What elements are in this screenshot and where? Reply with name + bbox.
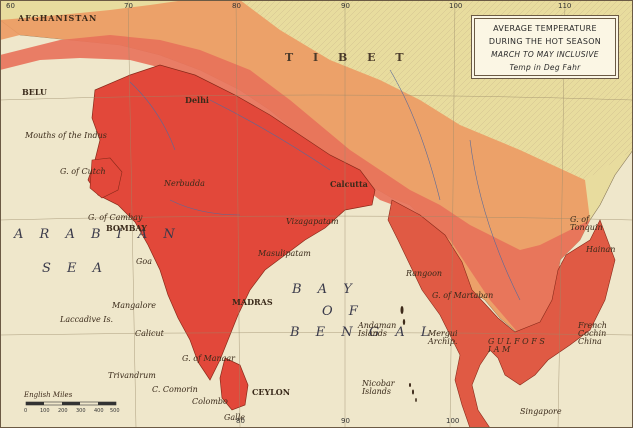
- scale-graphic: 0 100 200 300 400 500: [24, 401, 120, 414]
- place-masulipatam: Masulipatam: [258, 249, 311, 258]
- scale-label-500: 500: [110, 408, 120, 414]
- kathiawar: [89, 157, 123, 199]
- tick-top-60: 60: [6, 2, 15, 10]
- scale-bar: English Miles 0 100 200 300 400 500: [24, 391, 124, 419]
- tick-bottom-100: 100: [446, 417, 460, 425]
- tick-top-100: 100: [449, 2, 463, 10]
- region-tibet: T I B E T: [285, 51, 412, 64]
- place-manaar: G. of Manaar: [182, 354, 235, 363]
- sea-bay-3: B E N G A L: [290, 325, 436, 340]
- sea-arabian-1: A R A B I A N: [14, 227, 181, 242]
- place-delhi: Delhi: [185, 95, 209, 105]
- place-vizagapatam: Vizagapatam: [286, 217, 339, 226]
- legend-units: Temp in Deg Fahr: [509, 63, 581, 72]
- place-mergui: Mergui Archip.: [428, 329, 458, 346]
- legend-title-2: DURING THE HOT SEASON: [488, 37, 602, 46]
- tick-top-80: 80: [232, 2, 241, 10]
- place-bombay: BOMBAY: [106, 223, 148, 233]
- place-calcutta: Calcutta: [330, 179, 368, 189]
- place-cochin: French Cochin China: [578, 321, 607, 346]
- tick-bottom-90: 90: [341, 417, 350, 425]
- place-beluchistan: BELU: [22, 87, 48, 97]
- place-laccadive: Laccadive Is.: [60, 315, 114, 324]
- sea-bay-2: O F: [322, 304, 364, 319]
- tick-top-70: 70: [124, 2, 133, 10]
- place-mangalore: Mangalore: [112, 301, 156, 310]
- india-peninsula: [87, 64, 376, 381]
- place-martaban: G. of Martaban: [432, 291, 494, 300]
- tick-top-90: 90: [341, 2, 350, 10]
- scale-caption: English Miles: [24, 391, 73, 399]
- place-tonquin: G. of Tonquin: [570, 215, 603, 232]
- ceylon-island: [219, 357, 249, 411]
- land-hot-zone: [0, 35, 590, 335]
- place-siam: G U L F O F S I A M: [488, 337, 545, 354]
- place-comorin: C. Comorin: [152, 385, 198, 394]
- sea-arabian-2: S E A: [42, 261, 109, 276]
- place-nicobar: Nicobar Islands: [362, 379, 395, 396]
- place-andaman: Andaman Islands: [358, 321, 397, 338]
- place-indus: Mouths of the Indus: [25, 131, 107, 140]
- scale-label-300: 300: [76, 408, 86, 414]
- place-singapore: Singapore: [520, 407, 562, 416]
- scale-label-0: 0: [24, 408, 27, 414]
- place-cambay: G. of Cambay: [88, 213, 143, 222]
- place-colombo: Colombo: [192, 397, 228, 406]
- sea-bay-1: B A Y: [292, 282, 358, 297]
- place-madras: MADRAS: [232, 297, 273, 307]
- scale-label-100: 100: [40, 408, 50, 414]
- legend-title-1: AVERAGE TEMPERATURE: [493, 24, 597, 33]
- place-hainan: Hainan: [586, 245, 616, 254]
- tick-bottom-80: 80: [236, 417, 245, 425]
- scale-label-400: 400: [94, 408, 104, 414]
- place-ceylon: CEYLON: [252, 387, 291, 397]
- place-cutch: G. of Cutch: [60, 167, 106, 176]
- indochina: [387, 199, 616, 428]
- place-nerbudda: Nerbudda: [164, 179, 205, 188]
- place-galle: Galle: [224, 413, 246, 422]
- place-calicut: Calicut: [135, 329, 164, 338]
- tick-top-110: 110: [558, 2, 572, 10]
- scale-label-200: 200: [58, 408, 68, 414]
- legend-subtitle: MARCH TO MAY INCLUSIVE: [491, 50, 599, 59]
- place-bassein: Rangoon: [406, 269, 443, 278]
- legend-box: AVERAGE TEMPERATURE DURING THE HOT SEASO…: [471, 15, 619, 79]
- andaman-islands: [400, 306, 417, 402]
- place-trivandrum: Trivandrum: [108, 371, 156, 380]
- region-afghanistan: AFGHANISTAN: [18, 13, 98, 23]
- place-goa: Goa: [136, 257, 152, 266]
